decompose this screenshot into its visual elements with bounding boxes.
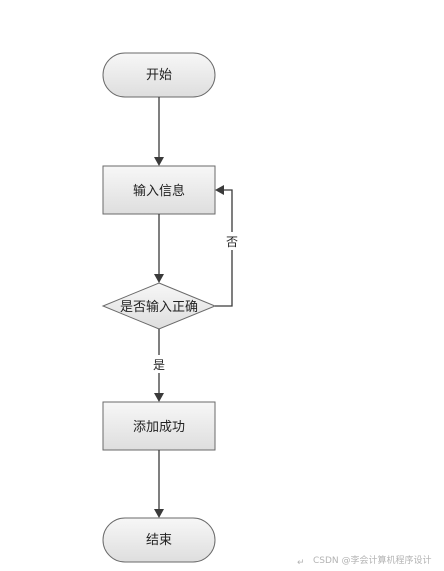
arrowhead-decision-to-success <box>154 393 164 402</box>
yes-label: 是 <box>153 358 165 372</box>
end-label: 结束 <box>146 533 172 548</box>
no-label: 否 <box>226 235 238 249</box>
end-node <box>102 517 216 563</box>
success-label: 添加成功 <box>133 420 185 435</box>
arrowhead-success-to-end <box>154 509 164 518</box>
arrowhead-input-to-decision <box>154 274 164 283</box>
arrowhead-start-to-input <box>154 157 164 166</box>
input-label: 输入信息 <box>133 183 185 199</box>
arrowhead-no-loop <box>215 185 224 195</box>
yes-label-bg <box>150 355 168 373</box>
input-node <box>102 165 216 215</box>
watermark-text: CSDN @李会计算机程序设计 <box>313 554 432 566</box>
return-mark: ↵ <box>297 558 305 568</box>
decision-label: 是否输入正确 <box>120 299 198 315</box>
start-label: 开始 <box>146 68 172 83</box>
no-label-bg <box>224 232 240 250</box>
